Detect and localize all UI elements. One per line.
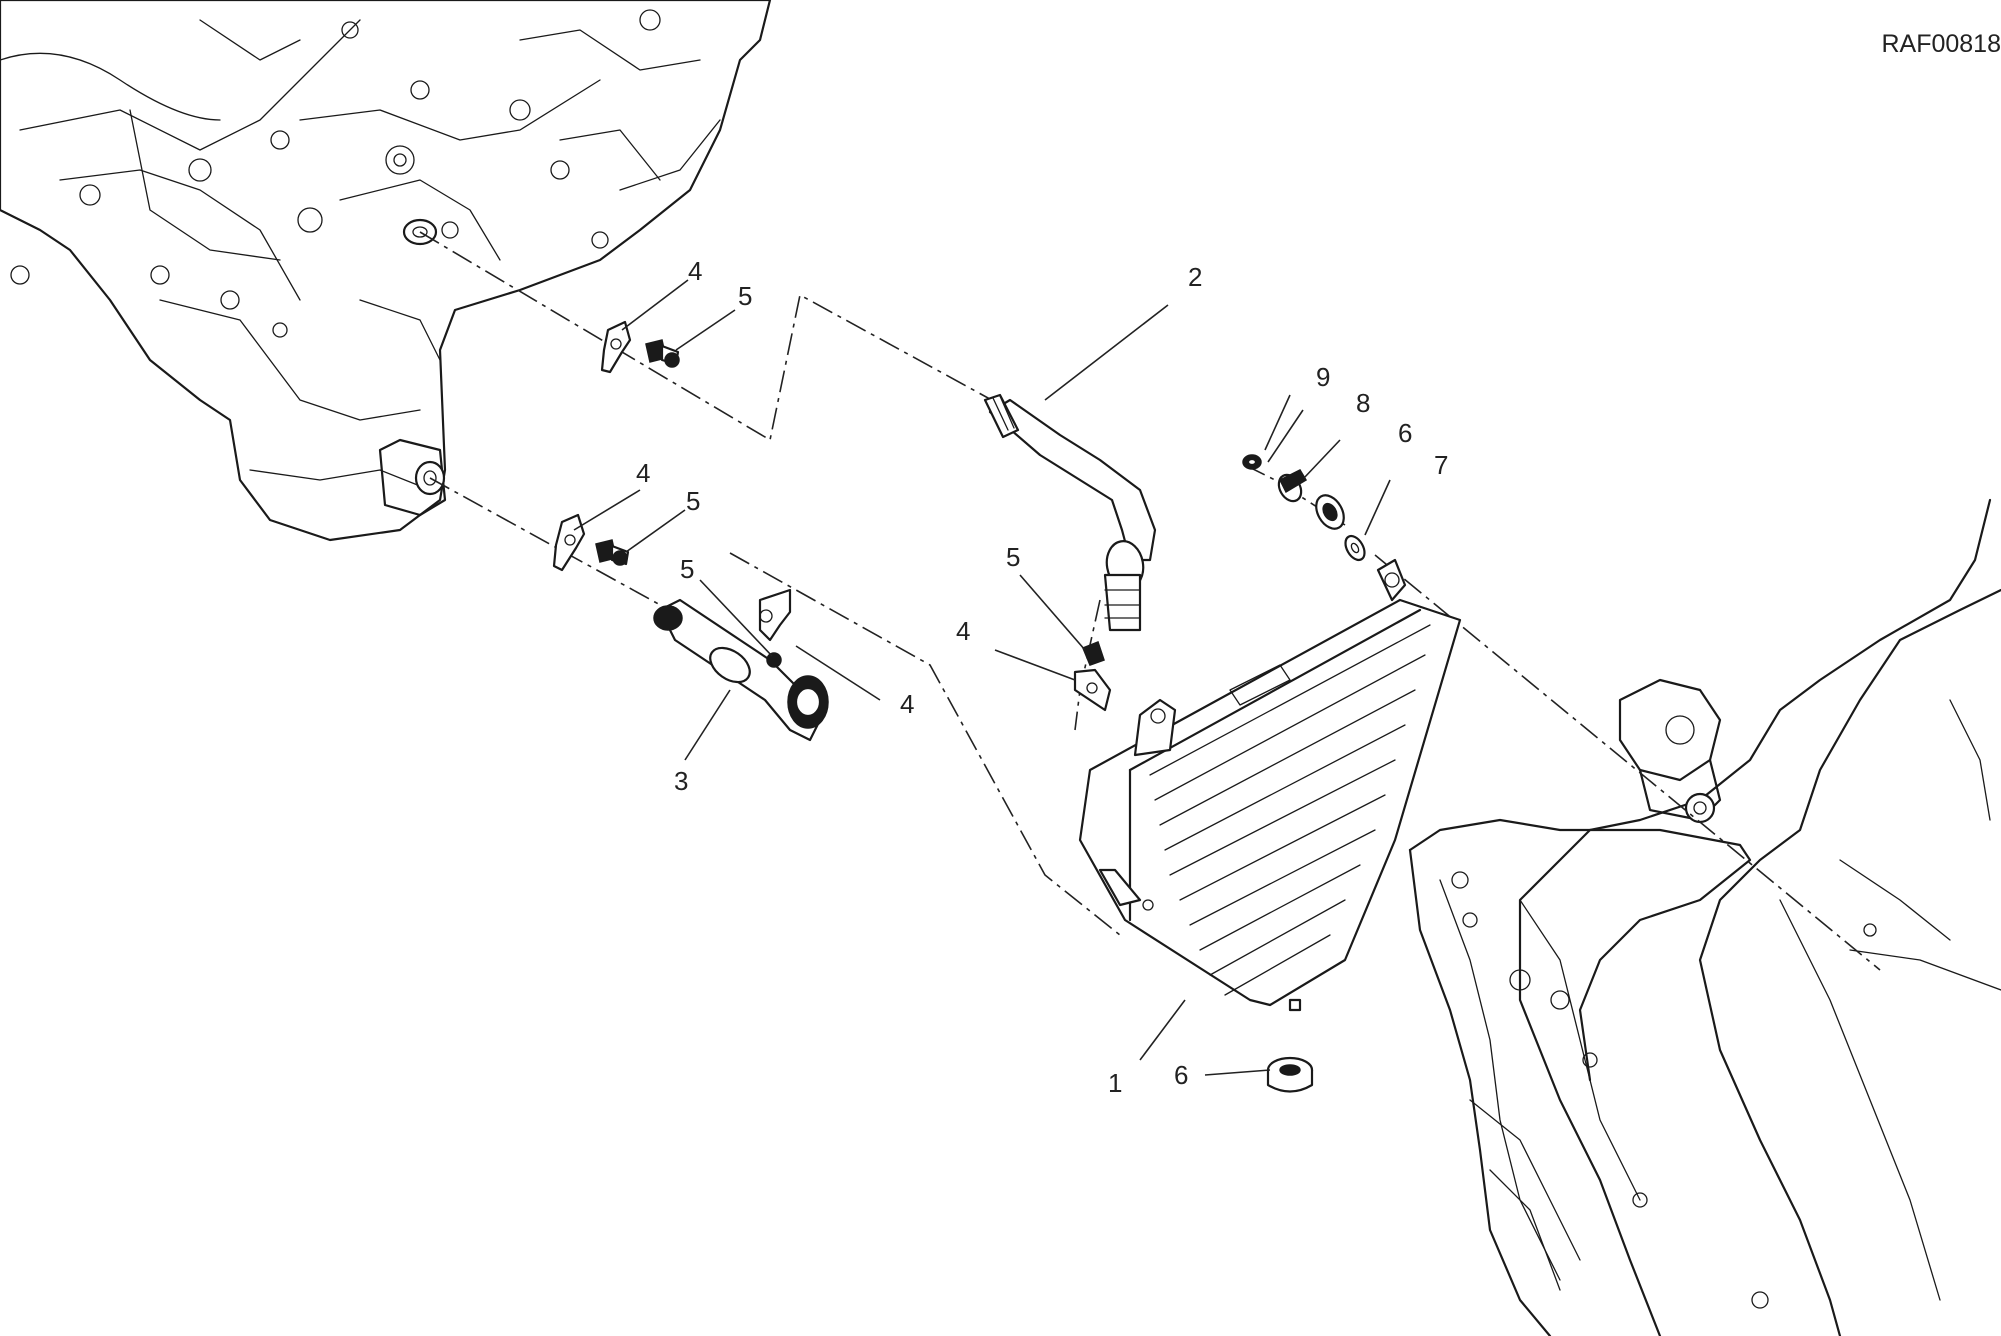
callout-label: 4 bbox=[900, 689, 914, 719]
grommet-top bbox=[1315, 494, 1345, 530]
leader-lines bbox=[573, 279, 1391, 1076]
callout-label: 2 bbox=[1188, 262, 1202, 292]
washer bbox=[1344, 534, 1366, 562]
callout-label: 8 bbox=[1356, 388, 1370, 418]
callout-label: 5 bbox=[686, 486, 700, 516]
oil-hose-short bbox=[653, 588, 829, 742]
callout-label: 4 bbox=[636, 458, 650, 488]
bolt-small bbox=[1242, 454, 1262, 470]
callout-label: 4 bbox=[956, 616, 970, 646]
oil-cooler bbox=[1078, 558, 1462, 1012]
engine-block bbox=[0, 0, 772, 542]
callout-label: 9 bbox=[1316, 362, 1330, 392]
callout-label: 6 bbox=[1398, 418, 1412, 448]
callout-label: 7 bbox=[1434, 450, 1448, 480]
clip-and-bolt-upper bbox=[600, 320, 680, 374]
oil-hose-long bbox=[983, 393, 1157, 632]
callout-label: 5 bbox=[1006, 542, 1020, 572]
callout-label: 1 bbox=[1108, 1068, 1122, 1098]
callout-labels: 1 2 3 4 4 4 4 5 5 5 5 6 6 7 8 9 bbox=[636, 256, 1448, 1098]
clip-and-bolt-hose bbox=[1073, 641, 1112, 712]
clip-and-bolt-lower bbox=[552, 513, 630, 572]
drawing-id: RAF00818 bbox=[1881, 30, 2001, 58]
callout-label: 5 bbox=[680, 554, 694, 584]
callout-label: 3 bbox=[674, 766, 688, 796]
callout-label: 5 bbox=[738, 281, 752, 311]
callout-label: 4 bbox=[688, 256, 702, 286]
grommet-bottom bbox=[1266, 1056, 1314, 1093]
spacer bbox=[1277, 469, 1308, 503]
callout-label: 6 bbox=[1174, 1060, 1188, 1090]
frame-bracket bbox=[1408, 498, 2001, 1336]
